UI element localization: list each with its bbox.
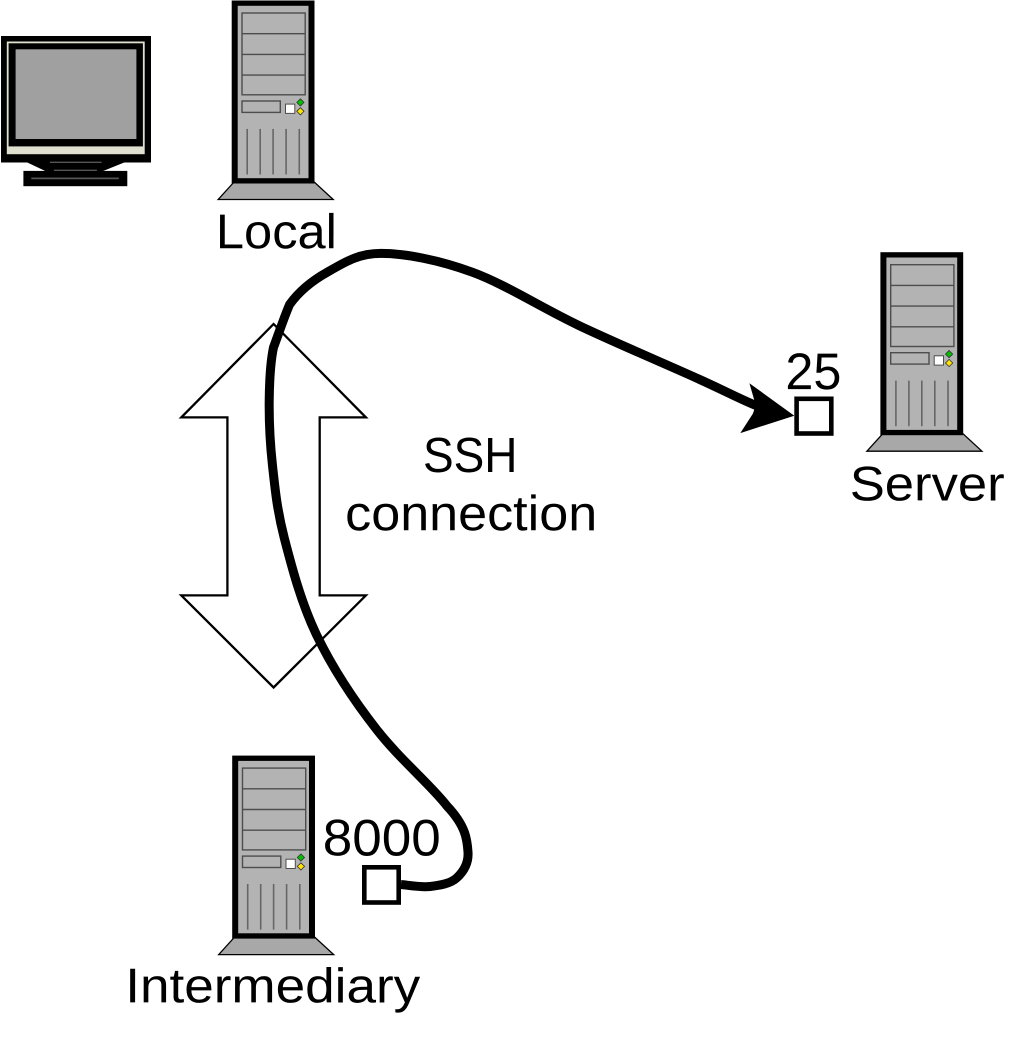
svg-text:25: 25	[785, 342, 841, 400]
svg-text:8000: 8000	[323, 808, 441, 866]
svg-text:Server: Server	[850, 457, 1005, 511]
svg-text:connection: connection	[345, 486, 597, 541]
svg-text:Local: Local	[216, 205, 337, 259]
svg-text:Intermediary: Intermediary	[125, 959, 421, 1013]
svg-text:SSH: SSH	[423, 428, 518, 483]
